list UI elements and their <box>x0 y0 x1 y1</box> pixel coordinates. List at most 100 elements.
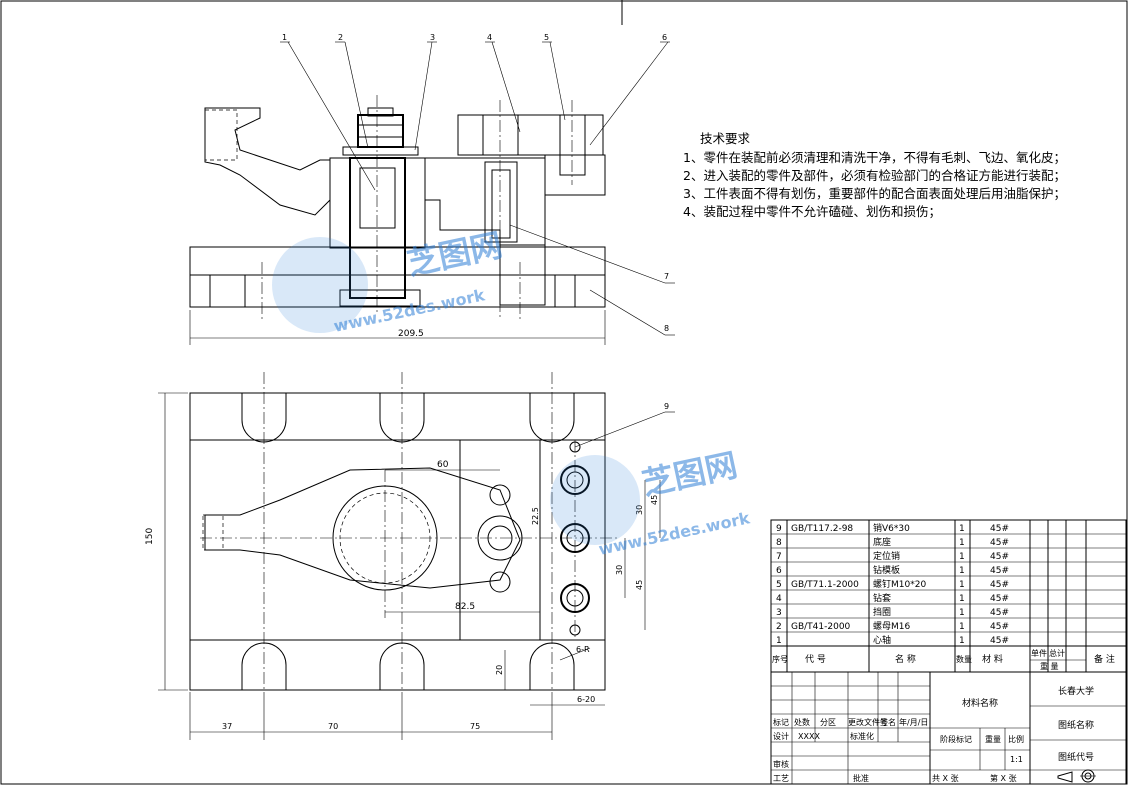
svg-text:GB/T117.2-98: GB/T117.2-98 <box>791 524 853 534</box>
watermark-globe-icon-2 <box>550 455 640 545</box>
svg-text:1: 1 <box>959 524 965 534</box>
callout-7: 7 <box>664 272 669 281</box>
callout-6: 6 <box>662 33 667 42</box>
svg-text:钻套: 钻套 <box>873 592 891 604</box>
dim-70: 70 <box>328 722 338 731</box>
svg-text:4: 4 <box>776 594 782 604</box>
dim-front-width: 209.5 <box>398 329 424 339</box>
svg-text:分区: 分区 <box>820 718 836 727</box>
dim-6-20: 6-20 <box>577 695 595 704</box>
svg-text:5: 5 <box>776 580 782 590</box>
svg-text:2: 2 <box>776 622 782 632</box>
svg-text:1: 1 <box>776 636 782 646</box>
bom-row: 4 钻套 1 45# <box>776 592 1009 604</box>
bom-header: 序号 代 号 名 称 数量 材 料 单件 总计 重 量 备 注 <box>772 648 1115 671</box>
front-section-view: 209.5 <box>189 95 606 345</box>
top-view: 150 60 82.5 22.5 45 30 30 45 37 70 75 20… <box>145 372 661 740</box>
svg-text:螺钉M10*20: 螺钉M10*20 <box>873 579 926 590</box>
dim-22-5: 22.5 <box>531 507 540 525</box>
bom-table: 9 GB/T117.2-98 销V6*30 1 45# 8 底座 1 45# 7… <box>770 519 1127 673</box>
tech-requirement-1: 1、零件在装配前必须清理和清洗干净，不得有毛刺、飞边、氧化皮； <box>683 150 1066 165</box>
bom-row: 9 GB/T117.2-98 销V6*30 1 45# <box>776 522 1009 534</box>
svg-text:1: 1 <box>959 636 965 646</box>
svg-text:单件: 单件 <box>1031 648 1047 658</box>
dim-37: 37 <box>222 722 232 731</box>
svg-text:设计: 设计 <box>773 731 789 741</box>
title-block: 材料名称 长春大学 图纸名称 图纸代号 标记 处数 分区 更改文件号 签名 年/… <box>770 671 1127 785</box>
watermark: 芝图网 www.52des.work 芝图网 www.52des.work <box>272 226 752 559</box>
callouts: 1 2 3 4 5 6 7 8 9 <box>280 33 675 448</box>
callout-4: 4 <box>487 33 492 42</box>
svg-text:3: 3 <box>776 608 782 618</box>
drawing-code: 图纸代号 <box>1058 751 1094 763</box>
svg-text:45#: 45# <box>990 552 1009 562</box>
svg-text:1: 1 <box>959 622 965 632</box>
svg-text:定位销: 定位销 <box>873 550 900 562</box>
bom-row: 3 挡圈 1 45# <box>776 606 1009 618</box>
svg-text:心轴: 心轴 <box>873 634 891 646</box>
svg-text:标记: 标记 <box>773 717 789 727</box>
watermark-brand-2: 芝图网 <box>639 446 741 503</box>
dim-45a: 45 <box>650 495 659 505</box>
svg-text:阶段标记: 阶段标记 <box>940 734 972 744</box>
tech-requirement-2: 2、进入装配的零件及部件，必须有检验部门的合格证方能进行装配； <box>683 168 1066 183</box>
svg-text:螺母M16: 螺母M16 <box>873 621 910 632</box>
callout-9: 9 <box>664 402 669 411</box>
svg-text:底座: 底座 <box>873 536 891 548</box>
svg-text:1: 1 <box>959 580 965 590</box>
svg-text:销V6*30: 销V6*30 <box>873 522 910 534</box>
bom-row: 7 定位销 1 45# <box>776 550 1009 562</box>
dim-82-5: 82.5 <box>455 602 475 612</box>
svg-text:8: 8 <box>776 538 782 548</box>
dim-75: 75 <box>470 722 480 731</box>
svg-text:钻模板: 钻模板 <box>873 564 900 576</box>
tech-requirement-3: 3、工件表面不得有划伤，重要部件的配合面表面处理后用油脂保护； <box>683 186 1066 201</box>
sheets-total: 共 X 张 <box>932 774 959 783</box>
drawing-name: 图纸名称 <box>1058 719 1094 731</box>
svg-text:45#: 45# <box>990 566 1009 576</box>
bom-row: 2 GB/T41-2000 螺母M16 1 45# <box>776 621 1009 632</box>
dim-20: 20 <box>495 665 504 675</box>
tech-requirement-4: 4、装配过程中零件不允许磕碰、划伤和损伤； <box>683 204 941 219</box>
svg-text:GB/T41-2000: GB/T41-2000 <box>791 622 851 632</box>
svg-text:GB/T71.1-2000: GB/T71.1-2000 <box>791 580 859 590</box>
dim-45b: 45 <box>635 580 644 590</box>
designer-name: XXXX <box>798 732 820 741</box>
svg-text:年/月/日: 年/月/日 <box>899 717 928 727</box>
svg-text:7: 7 <box>776 552 782 562</box>
scale-value: 1:1 <box>1010 755 1023 764</box>
svg-text:比例: 比例 <box>1008 734 1024 744</box>
svg-text:代 号: 代 号 <box>805 654 826 665</box>
svg-text:处数: 处数 <box>794 717 810 727</box>
svg-text:重 量: 重 量 <box>1040 661 1059 671</box>
svg-text:工艺: 工艺 <box>773 774 789 783</box>
svg-text:名 称: 名 称 <box>895 653 916 665</box>
dim-60: 60 <box>437 460 449 470</box>
svg-text:45#: 45# <box>990 524 1009 534</box>
svg-text:数量: 数量 <box>956 654 972 664</box>
svg-text:1: 1 <box>959 566 965 576</box>
svg-text:重量: 重量 <box>985 734 1001 744</box>
sheet-number: 第 X 张 <box>990 773 1017 783</box>
tech-requirements-title: 技术要求 <box>700 131 751 146</box>
svg-text:45#: 45# <box>990 622 1009 632</box>
dim-6-r: 6-R <box>576 645 590 654</box>
bom-row: 6 钻模板 1 45# <box>776 564 1009 576</box>
svg-text:45#: 45# <box>990 636 1009 646</box>
svg-text:1: 1 <box>959 608 965 618</box>
dim-top-height: 150 <box>145 528 155 545</box>
svg-text:9: 9 <box>776 524 782 534</box>
svg-text:批准: 批准 <box>853 773 869 783</box>
svg-text:6: 6 <box>776 566 782 576</box>
svg-text:标准化: 标准化 <box>850 731 874 741</box>
callout-5: 5 <box>544 33 549 42</box>
bom-row: 1 心轴 1 45# <box>776 634 1009 646</box>
callout-3: 3 <box>430 33 435 42</box>
material-name-label: 材料名称 <box>962 697 998 709</box>
svg-text:签名: 签名 <box>880 717 896 727</box>
dim-30b: 30 <box>615 565 624 575</box>
dim-30a: 30 <box>635 505 644 515</box>
svg-text:挡圈: 挡圈 <box>873 606 891 618</box>
svg-text:审核: 审核 <box>773 759 789 769</box>
